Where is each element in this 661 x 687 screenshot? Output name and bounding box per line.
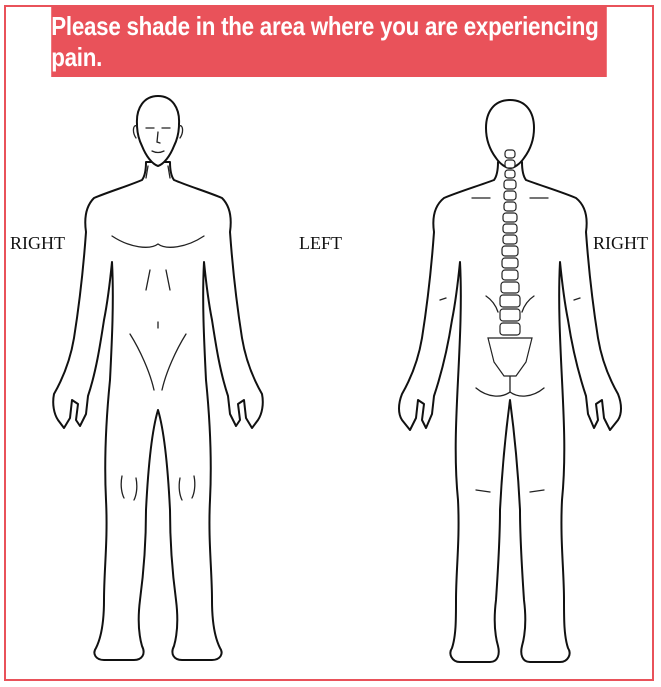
back-body-figure[interactable] xyxy=(0,0,661,687)
